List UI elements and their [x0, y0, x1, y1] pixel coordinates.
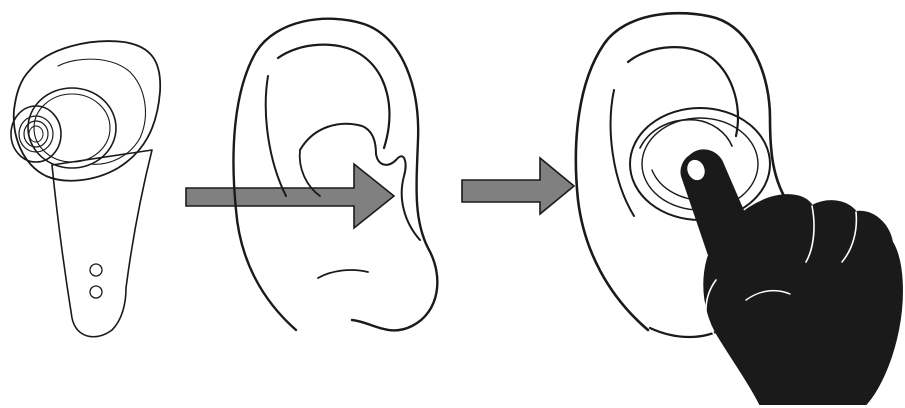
sensor-dot	[89, 263, 103, 277]
ear-icon	[232, 17, 439, 332]
sensor-dot	[89, 285, 103, 299]
right-arrow-icon	[461, 156, 576, 216]
hand-press-icon	[680, 149, 903, 405]
earbud-icon	[10, 40, 162, 338]
right-arrow-icon	[185, 162, 396, 230]
